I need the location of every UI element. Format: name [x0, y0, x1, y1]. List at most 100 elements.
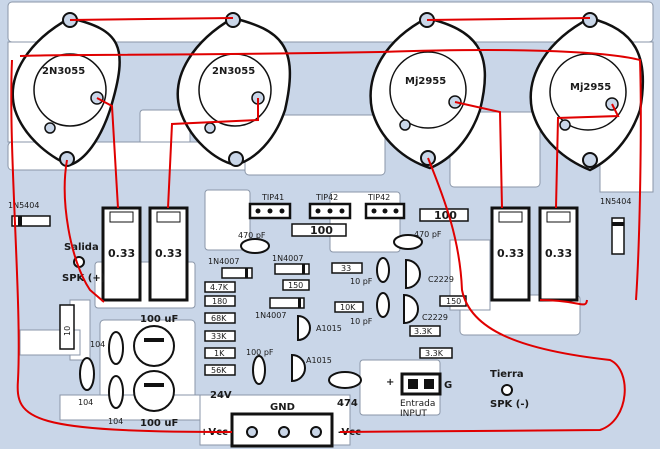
capacitor-470a: 470 pF: [238, 231, 270, 254]
c470b-label: 470 pF: [414, 230, 442, 239]
r3k3b-label: 3.3K: [425, 349, 444, 358]
resistor-10k: 10K: [334, 301, 364, 313]
driver-tip42b: TIP42: [364, 193, 406, 220]
input-label: INPUT: [400, 409, 427, 419]
spk-minus-label: SPK (-): [490, 399, 529, 410]
c104c-label: 104: [108, 417, 123, 426]
c474-label: 474: [337, 398, 358, 409]
r180-label: 180: [212, 297, 227, 306]
resistor-100b: 100: [419, 208, 469, 222]
diode-d1: 1N5404: [8, 201, 51, 227]
capacitor-10pf-b: 10 pF: [350, 292, 390, 326]
salida-label: Salida: [64, 242, 99, 253]
r10-label: 10: [63, 326, 72, 336]
tierra-label: Tierra: [490, 369, 524, 380]
jumper-wires: [10, 17, 642, 433]
transistor-c2229a: C2229: [405, 258, 454, 290]
resistor-56k: 56K: [204, 364, 236, 376]
r150a-label: 150: [288, 281, 303, 290]
v24-label: 24V: [210, 390, 232, 401]
capacitor-470b: 470 pF: [393, 230, 442, 250]
c470a-label: 470 pF: [238, 231, 266, 240]
tip41-label: TIP41: [261, 193, 284, 202]
a1015a-label: A1015: [316, 324, 342, 333]
c2229a-label: C2229: [428, 275, 454, 284]
diode-d2: 1N5404: [600, 197, 631, 255]
resistor-100a: 100: [291, 223, 347, 237]
capacitor-104c: 104: [108, 375, 124, 426]
resistor-1k: 1K: [204, 347, 236, 359]
q1-label: 2N3055: [42, 66, 85, 77]
capacitor-474: 474: [328, 371, 362, 409]
q4-label: Mj2955: [570, 82, 611, 93]
resistor-re4: 0.33: [538, 206, 579, 302]
resistor-re2: 0.33: [148, 206, 189, 302]
resistor-10: 10: [59, 304, 75, 350]
c10a-label: 10 pF: [350, 277, 373, 286]
input-plus-label: +: [386, 377, 394, 388]
re4-label: 0.33: [545, 247, 572, 260]
c104a-label: 104: [90, 340, 105, 349]
input-g-label: G: [444, 380, 452, 391]
r33k-label: 33K: [211, 332, 227, 341]
capacitor-10pf-a: 10 pF: [350, 257, 390, 286]
r33-label: 33: [341, 264, 351, 273]
c2229b-label: C2229: [422, 313, 448, 322]
transistor-q3: Mj2955: [369, 12, 487, 170]
c100uf-a-label: 100 uF: [140, 314, 178, 325]
c10b-label: 10 pF: [350, 317, 373, 326]
diode-d5: 1N4007: [255, 297, 305, 320]
re2-label: 0.33: [155, 247, 182, 260]
r1k-label: 1K: [214, 349, 225, 358]
resistor-re3: 0.33: [490, 206, 531, 302]
speaker-minus-pad: Tierra SPK (-): [490, 369, 529, 410]
d4-label: 1N4007: [272, 254, 303, 263]
resistor-68k: 68K: [204, 312, 236, 324]
capacitor-100pf: 100 pF: [246, 348, 274, 385]
capacitor-100uf-a: 100 uF: [133, 314, 178, 367]
driver-tip41: TIP41: [248, 193, 292, 220]
resistor-150a: 150: [282, 279, 310, 291]
capacitor-104a: 104: [90, 331, 124, 365]
r3k3a-label: 3.3K: [414, 327, 433, 336]
a1015b-label: A1015: [306, 356, 332, 365]
transistor-a1015a: A1015: [297, 314, 342, 342]
transistor-c2229b: C2229: [403, 293, 448, 325]
d5-label: 1N4007: [255, 311, 286, 320]
resistor-4k7: 4.7K: [204, 281, 236, 293]
r56k-label: 56K: [211, 366, 227, 375]
r100a-label: 100: [310, 224, 333, 237]
d1-label: 1N5404: [8, 201, 39, 210]
r68k-label: 68K: [211, 314, 227, 323]
diode-d3: 1N4007: [208, 257, 253, 279]
tip42a-label: TIP42: [315, 193, 338, 202]
c100uf-b-label: 100 uF: [140, 418, 178, 429]
resistor-3k3a: 3.3K: [409, 325, 441, 337]
capacitor-100uf-b: 100 uF: [133, 370, 178, 429]
r10k-label: 10K: [340, 303, 356, 312]
transistor-a1015b: A1015: [291, 353, 332, 383]
input-connector: + G Entrada INPUT: [386, 372, 452, 419]
resistor-re1: 0.33: [101, 206, 142, 302]
r150b-label: 150: [446, 297, 461, 306]
r4k7-label: 4.7K: [210, 283, 229, 292]
resistor-3k3b: 3.3K: [419, 347, 453, 359]
re1-label: 0.33: [108, 247, 135, 260]
driver-tip42a: TIP42: [308, 193, 352, 220]
d2-label: 1N5404: [600, 197, 631, 206]
q2-label: 2N3055: [212, 66, 255, 77]
diode-d4: 1N4007: [272, 254, 310, 275]
q3-label: Mj2955: [405, 76, 446, 87]
entrada-label: Entrada: [400, 399, 435, 409]
c100pf-label: 100 pF: [246, 348, 274, 357]
c104b-label: 104: [78, 398, 93, 407]
resistor-33k: 33K: [204, 330, 236, 342]
resistor-150b: 150: [439, 295, 467, 307]
r100b-label: 100: [434, 209, 457, 222]
tip42b-label: TIP42: [367, 193, 390, 202]
gnd-label: GND: [270, 402, 295, 413]
re3-label: 0.33: [497, 247, 524, 260]
resistor-33: 33: [331, 262, 363, 274]
